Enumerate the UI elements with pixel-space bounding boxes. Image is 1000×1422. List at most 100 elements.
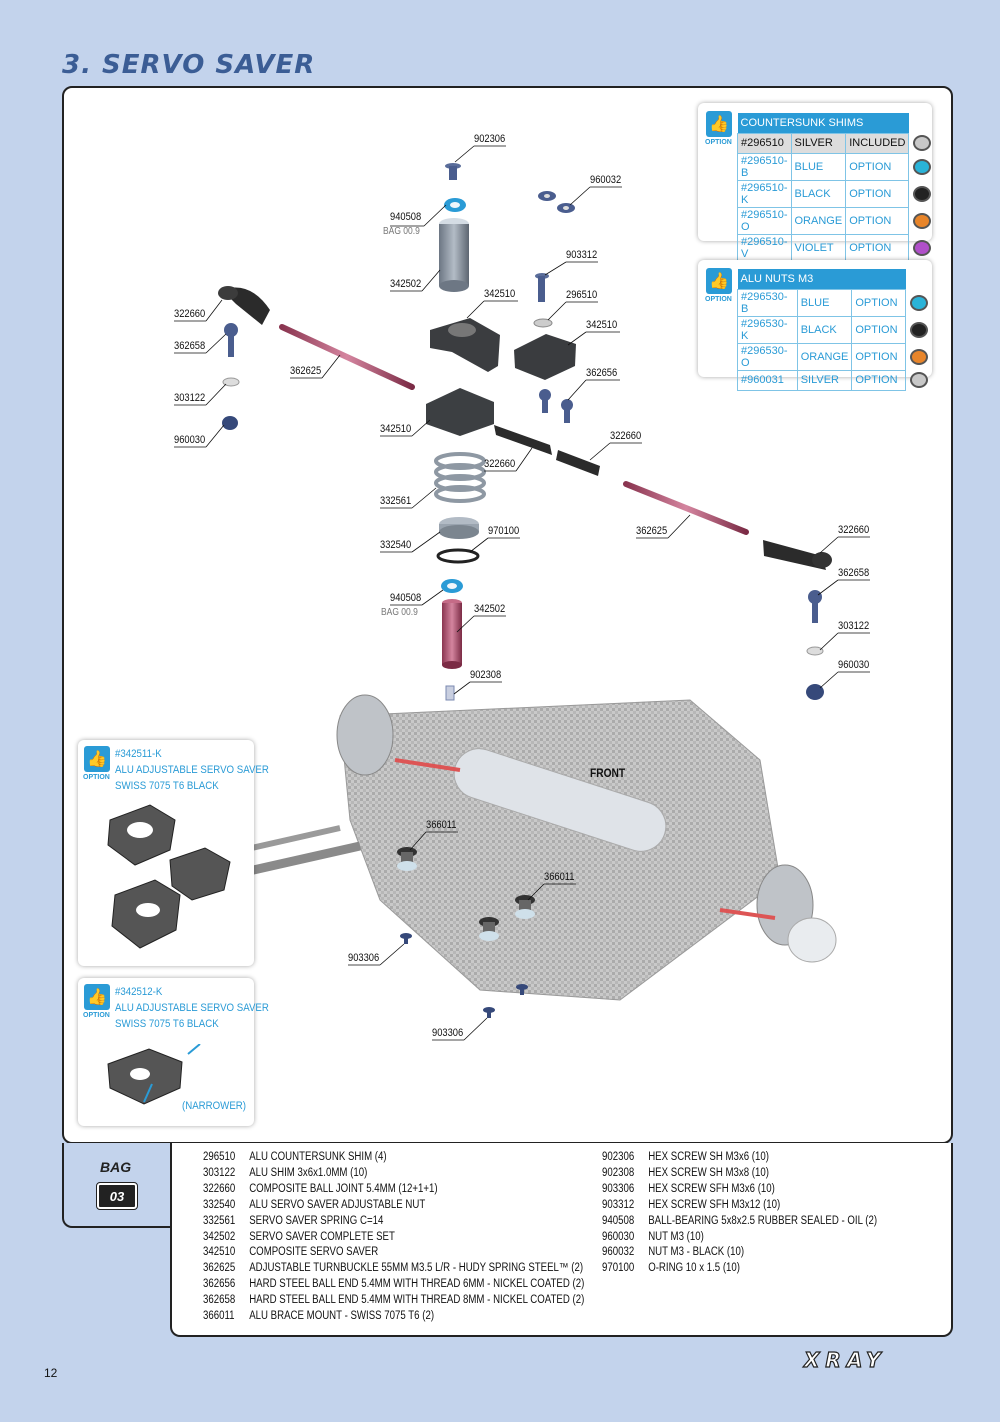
option-word: OPTION [83,1012,110,1019]
part-description: ALU BRACE MOUNT - SWISS 7075 T6 (2) [249,1310,435,1323]
bag-note: BAG 00.9 [381,607,418,618]
table-row: #296510-O ORANGE OPTION [737,206,932,235]
callout-label: 362625 [290,365,322,377]
part-status: OPTION [851,315,907,344]
callout-label: 903306 [432,1027,464,1039]
nut-960030-right [806,684,824,700]
part-description: O-RING 10 x 1.5 (10) [648,1262,741,1275]
option-word: OPTION [705,296,732,303]
part-status: OPTION [845,179,910,208]
callout-label: 322660 [484,458,516,470]
table-row: #960031 SILVER OPTION [737,369,932,391]
part-number: 970100 [602,1262,635,1275]
ball-joint-left [218,286,270,325]
part-code: #296510-B [737,152,792,181]
callout-label: 366011 [544,871,575,883]
servo-saver-arm-top [430,318,500,372]
front-label: FRONT [590,766,626,780]
callout-label: 902308 [470,669,502,681]
turnbuckle-right [623,481,749,535]
list-item: 342510 COMPOSITE SERVO SAVER [203,1245,584,1261]
part-status: INCLUDED [845,132,910,154]
option-word: OPTION [705,139,732,146]
part-number: 362658 [203,1294,236,1307]
part-color: SILVER [790,132,847,154]
nut-orange-icon [910,348,929,365]
callout-label: 940508 [390,592,422,604]
part-number: 342510 [203,1246,236,1259]
option-part-name: ALU ADJUSTABLE SERVO SAVER [115,764,269,776]
part-description: HARD STEEL BALL END 5.4MM WITH THREAD 8M… [249,1294,585,1307]
turnbuckle-left [279,324,415,390]
ball-joint-right [763,540,826,570]
bag-label: BAG [100,1159,132,1175]
part-code: #296510-V [737,233,792,262]
part-description: HEX SCREW SFH M3x12 (10) [648,1198,781,1211]
part-description: ALU COUNTERSUNK SHIM (4) [249,1151,387,1163]
part-status: OPTION [845,152,910,181]
callout-label: 342502 [390,278,422,290]
option-342511: 👍 OPTION #342511-K ALU ADJUSTABLE SERVO … [78,740,269,966]
part-description: COMPOSITE SERVO SAVER [249,1246,379,1259]
part-description: HEX SCREW SH M3x6 (10) [648,1151,769,1163]
callout-label: 342510 [484,288,516,300]
part-number: 960032 [602,1246,635,1259]
part-number: 903306 [602,1182,635,1195]
option-part-material: SWISS 7075 T6 BLACK [115,780,219,792]
part-code: #296530-B [737,288,798,317]
part-number: 362656 [203,1278,236,1291]
servo-saver-parts-illustration [107,804,231,949]
option-part-code: #342512-K [115,986,163,998]
nut-332540 [439,517,479,539]
part-description: HEX SCREW SH M3x8 (10) [648,1166,769,1179]
callout-label: 322660 [838,524,870,536]
option-countersunk-shims: 👍 OPTION COUNTERSUNK SHIMS #296510 SILVE… [698,103,932,262]
callout-label: 960030 [174,434,206,446]
table-title: ALU NUTS M3 [737,269,906,289]
post-342502-lower [442,599,462,669]
shim-blue-icon [913,158,932,175]
option-part-material: SWISS 7075 T6 BLACK [115,1018,219,1030]
part-color: VIOLET [790,233,847,262]
post-342502-top [439,218,469,292]
part-description: ALU SHIM 3x6x1.0MM (10) [249,1166,368,1179]
part-number: 322660 [203,1182,236,1195]
ball-end-left [224,323,238,357]
part-number: 296510 [203,1151,236,1163]
nut-silver-icon [910,372,929,388]
part-number: 940508 [602,1214,635,1227]
callout-label: 903312 [566,249,598,261]
screw-902306 [445,163,461,180]
part-color: ORANGE [790,206,847,235]
option-342512: 👍 OPTION #342512-K ALU ADJUSTABLE SERVO … [78,978,269,1126]
part-description: SERVO SAVER SPRING C=14 [249,1214,384,1227]
option-alu-nuts: 👍 OPTION ALU NUTS M3 #296530-B BLUE OPTI… [698,260,932,391]
table-row: #296510-K BLACK OPTION [737,179,932,208]
thumbs-up-icon: 👍 [84,746,110,772]
ball-end-right [808,590,822,604]
part-code: #296530-O [737,342,798,371]
shim-black-icon [913,185,932,202]
part-description: NUT M3 - BLACK (10) [648,1246,745,1259]
servo-saver-plate [514,334,576,380]
callout-label: 362658 [838,567,870,579]
screw-902308 [445,685,455,701]
callout-label: 362658 [174,340,206,352]
brand-text: XRAY [802,1350,887,1370]
callout-label: 332540 [380,539,412,551]
part-color: BLACK [790,179,847,208]
callout-label: 332561 [380,495,412,507]
shim-silver-icon [913,135,932,151]
table-row: #296530-B BLUE OPTION [737,288,932,317]
part-code: #296530-K [737,315,798,344]
callout-label: 366011 [426,819,457,831]
shim-303122-right [806,646,824,656]
narrower-note: (NARROWER) [182,1100,246,1112]
callout-label: 296510 [566,289,598,301]
part-description: SERVO SAVER COMPLETE SET [249,1230,395,1243]
